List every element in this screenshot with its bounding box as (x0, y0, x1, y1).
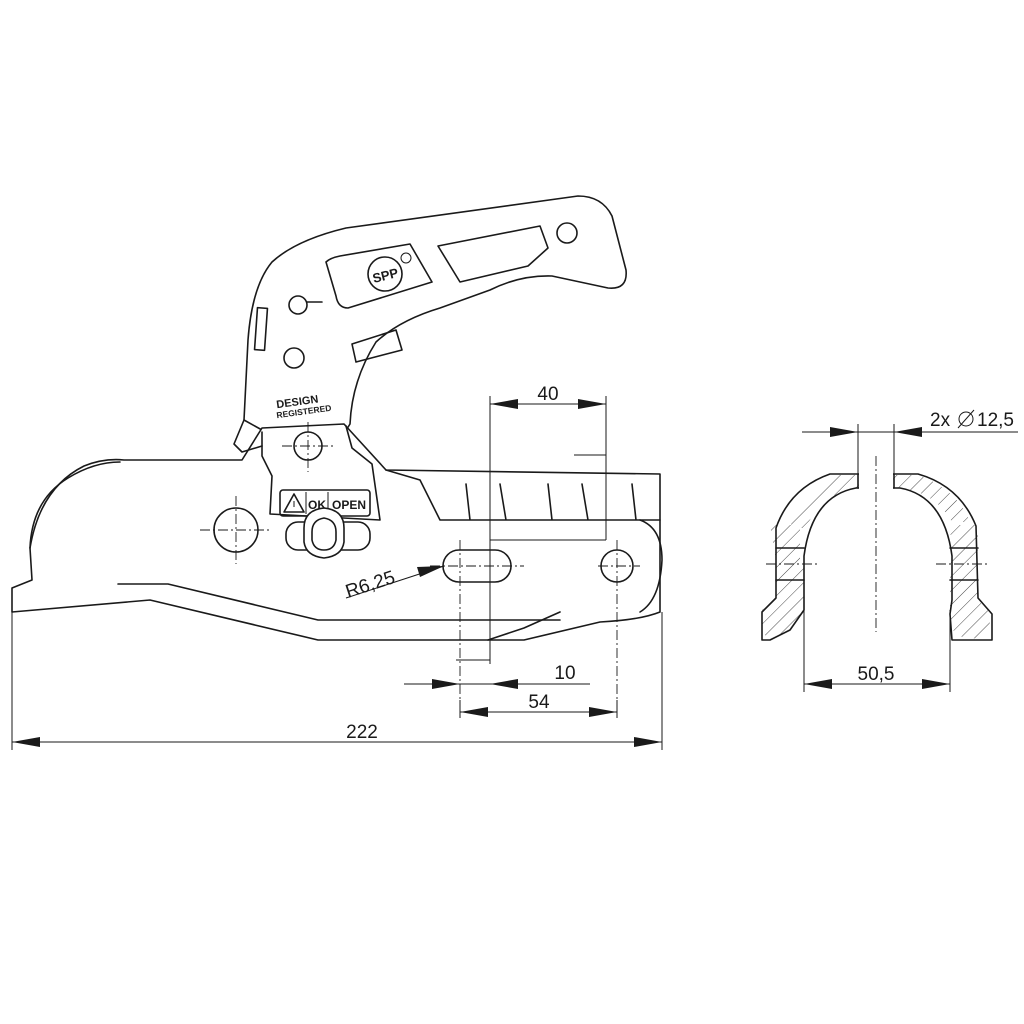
housing-ribs (385, 469, 661, 521)
handle-slot (437, 225, 549, 283)
section-outline (761, 473, 993, 641)
diameter-symbol-icon (957, 409, 975, 429)
side-view: SPP DESIGN REGISTERED OK OPEN (11, 195, 663, 641)
section-view (761, 456, 993, 641)
handle-release-tab (351, 329, 403, 363)
spp-logo: SPP (367, 252, 412, 292)
dim-54: 54 (528, 692, 550, 713)
handle-rivet-hole (556, 222, 578, 244)
warning-icon (283, 493, 305, 513)
indicator-open: OPEN (332, 498, 366, 512)
dim-50-5: 50,5 (858, 664, 895, 685)
dim-holes-count: 2x (930, 410, 951, 431)
side-center-lines (200, 422, 640, 700)
handle-lever (243, 195, 627, 441)
svg-text:SPP: SPP (371, 265, 400, 286)
dim-hole-diameter: 12,5 (977, 410, 1014, 431)
housing-lower-edge (117, 583, 561, 621)
dim-40: 40 (537, 384, 558, 405)
housing-front-ridge (29, 461, 121, 549)
design-stamp: DESIGN (276, 394, 319, 412)
dim-10: 10 (554, 663, 575, 684)
handle-lower-pin (283, 347, 305, 369)
handle-spring-slot (253, 306, 269, 352)
dim-222: 222 (346, 722, 378, 743)
handle-pin (288, 295, 308, 315)
dimension-lines (11, 396, 1018, 750)
handle-inner-outline (325, 243, 433, 309)
